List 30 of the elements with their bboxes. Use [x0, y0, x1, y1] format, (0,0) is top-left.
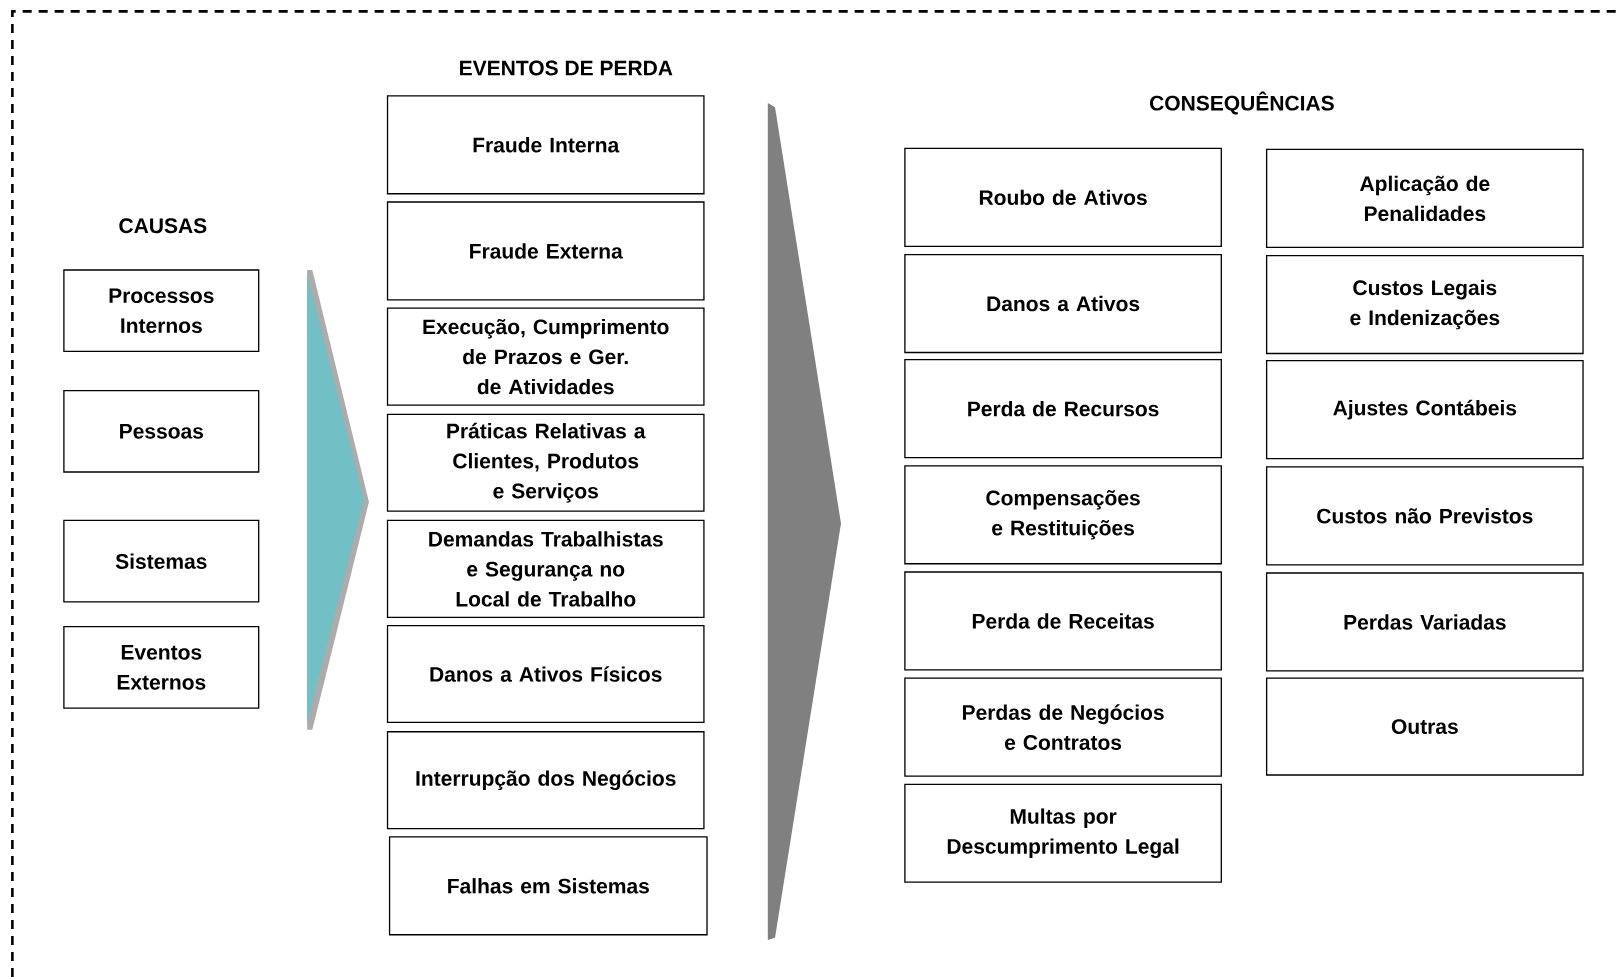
- box: Custos não Previstos: [1266, 466, 1584, 566]
- box: Ajustes Contábeis: [1266, 360, 1584, 460]
- box: Perda de Recursos: [904, 359, 1222, 459]
- box: Pessoas: [63, 389, 260, 473]
- box: Perdas Variadas: [1266, 572, 1584, 672]
- box: Sistemas: [63, 519, 260, 603]
- box: Demandas Trabalhistas e Segurança no Local de Trabalho: [386, 519, 705, 618]
- box: Compensações e Restituições: [904, 465, 1222, 565]
- box: Perdas de Negócios e Contratos: [904, 677, 1222, 777]
- box: Execução, Cumprimento de Prazos e Ger. de Atividades: [386, 307, 705, 406]
- box: Danos a Ativos Físicos: [386, 624, 705, 724]
- box: Perda de Receitas: [904, 571, 1222, 671]
- box: Roubo de Ativos: [904, 147, 1222, 247]
- box: Fraude Externa: [386, 201, 705, 301]
- column-heading: EVENTOS DE PERDA: [460, 60, 673, 76]
- box: Práticas Relativas a Clientes, Produtos e Serviços: [386, 413, 705, 512]
- box: Fraude Interna: [386, 95, 705, 195]
- chevron-arrow: [307, 270, 369, 730]
- box: Multas por Descumprimento Legal: [904, 783, 1222, 883]
- box: Eventos Externos: [63, 625, 260, 709]
- box: Outras: [1266, 677, 1584, 776]
- chevron-arrow: [767, 103, 841, 940]
- box: Falhas em Sistemas: [388, 836, 708, 936]
- column-heading: CONSEQUÊNCIAS: [1150, 91, 1334, 115]
- column-heading: CAUSAS: [119, 218, 207, 234]
- box: Custos Legais e Indenizações: [1266, 254, 1584, 355]
- box: Danos a Ativos: [904, 253, 1222, 354]
- box: Aplicação de Penalidades: [1266, 148, 1584, 248]
- box: Processos Internos: [63, 269, 260, 353]
- box: Interrupção dos Negócios: [386, 731, 705, 830]
